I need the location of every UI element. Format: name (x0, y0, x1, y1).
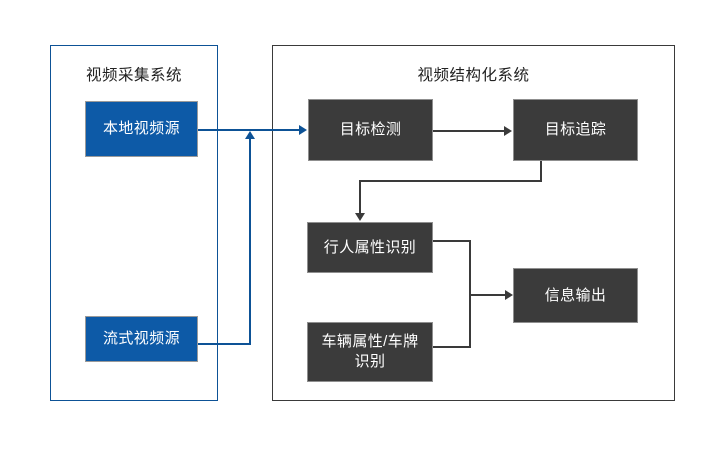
node-pedestrian-attribute-recognition[interactable]: 行人属性识别 (307, 222, 433, 273)
node-object-tracking[interactable]: 目标追踪 (513, 99, 638, 161)
edge-tracking-to-pedestrian-horizontal (360, 180, 542, 182)
edge-tracking-to-pedestrian-vertical-down (359, 180, 361, 215)
edge-merge-to-output-arrowhead (505, 290, 513, 300)
edge-stream-to-trunk-horizontal (198, 343, 251, 345)
edge-merge-to-output-horizontal (469, 294, 507, 296)
node-vehicle-plate-recognition[interactable]: 车辆属性/车牌 识别 (307, 322, 433, 382)
node-object-detection-label: 目标检测 (339, 121, 402, 139)
node-pedestrian-attribute-recognition-label: 行人属性识别 (323, 238, 417, 256)
edge-merge-vertical (469, 240, 471, 347)
panel-title-video-capture-system: 视频采集系统 (85, 67, 182, 84)
node-object-tracking-label: 目标追踪 (544, 121, 607, 139)
edge-tracking-to-pedestrian-arrowhead (355, 213, 365, 221)
node-information-output-label: 信息输出 (544, 286, 607, 304)
panel-title-video-structuring-system: 视频结构化系统 (417, 67, 530, 84)
edge-vehicle-to-merge-horizontal (433, 346, 471, 348)
edge-pedestrian-to-merge-horizontal (433, 240, 471, 242)
node-vehicle-plate-recognition-label: 车辆属性/车牌 识别 (321, 333, 419, 370)
node-information-output[interactable]: 信息输出 (513, 268, 638, 323)
edge-local-to-detection-arrowhead (299, 125, 307, 135)
edge-detection-to-tracking-arrowhead (504, 126, 512, 136)
node-local-video-source-label: 本地视频源 (102, 120, 180, 138)
edge-tracking-to-pedestrian-vertical-top (540, 161, 542, 181)
node-stream-video-source[interactable]: 流式视频源 (85, 316, 198, 362)
edge-stream-to-trunk-vertical (249, 139, 251, 344)
node-stream-video-source-label: 流式视频源 (102, 330, 180, 348)
node-local-video-source[interactable]: 本地视频源 (85, 101, 198, 157)
node-object-detection[interactable]: 目标检测 (308, 99, 433, 161)
edge-local-to-detection-horizontal (198, 129, 300, 131)
edge-detection-to-tracking-line (433, 130, 506, 132)
edge-stream-to-trunk-arrowhead (245, 131, 255, 139)
